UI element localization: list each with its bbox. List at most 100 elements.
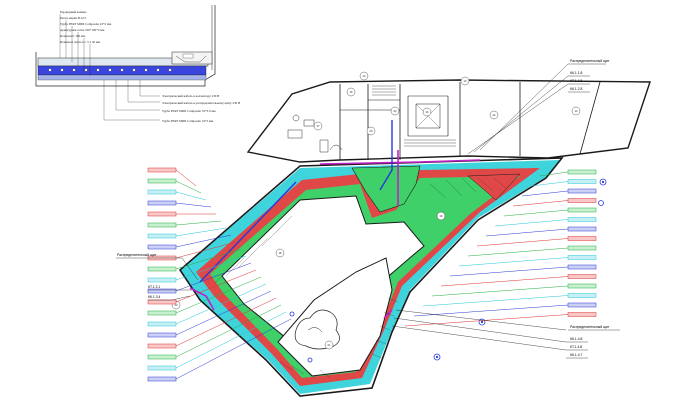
leader-line xyxy=(476,238,569,247)
db-top-item: КТ.1.1.8 xyxy=(570,79,582,83)
collector-lines xyxy=(189,150,481,319)
leader-line xyxy=(512,200,569,207)
legend-tag xyxy=(567,283,597,289)
legend-tag xyxy=(567,255,597,260)
room-number: 16 xyxy=(426,110,429,114)
leader-line xyxy=(175,191,207,201)
leader-line xyxy=(175,234,232,248)
room-number: 12 xyxy=(363,74,366,78)
leader-line xyxy=(175,318,292,380)
entrance-plaza xyxy=(351,165,421,213)
db-left-title: Распределительный щит xyxy=(117,253,157,257)
leader-line xyxy=(175,255,247,281)
leader-line xyxy=(404,314,569,327)
room-number: 23 xyxy=(175,303,178,307)
leader-line xyxy=(175,220,222,226)
pipe-hatching xyxy=(213,177,507,379)
label-pipe3: Труба PERT MIDI Composite 16*2 мм. xyxy=(162,119,214,123)
leader-line xyxy=(175,276,262,314)
furniture xyxy=(287,114,343,153)
leader-line xyxy=(494,219,569,227)
legend-tag xyxy=(567,274,597,279)
room-number: 22 xyxy=(394,109,397,113)
legend-tag xyxy=(147,266,177,272)
db-bottom-item: КК.1.4.7 xyxy=(570,353,583,357)
leader-line xyxy=(175,241,237,259)
label-cable2: Электрический кабель к распределительном… xyxy=(162,101,240,105)
legend-tag xyxy=(147,310,177,316)
leader-line xyxy=(175,169,197,187)
room-number: 14 xyxy=(575,109,578,113)
foam-layer xyxy=(37,74,207,81)
legend-tag xyxy=(147,211,177,217)
legend-tag xyxy=(147,365,177,371)
legend-tag xyxy=(147,200,177,206)
leader-line xyxy=(467,247,569,257)
distribution-board-bottom: Распределительный щит КК.1.4.8 КТ.1.4.8 … xyxy=(391,309,620,359)
feed-lines xyxy=(199,120,393,283)
stairs xyxy=(372,85,456,147)
leader-line xyxy=(521,190,569,197)
label-pipe2: Труба PERT MIDI Composite 32*3.0 мм. xyxy=(162,109,216,113)
leader-line xyxy=(175,304,282,358)
leader-line xyxy=(413,304,569,317)
db-left-item: КК.1.3.4 xyxy=(148,295,161,299)
label-pipe1: Труба PERT MIDI Composite 22*2 мм. xyxy=(60,22,112,26)
leader-line xyxy=(449,266,569,277)
leader-line xyxy=(431,285,569,297)
leader-line xyxy=(530,181,569,187)
leader-line xyxy=(175,180,202,194)
heated-zones xyxy=(178,120,564,397)
cross-section-detail: Бордюрный камень Бетон марки В 22.5 Труб… xyxy=(28,5,240,178)
leader-line xyxy=(175,269,257,303)
label-concrete: Бетон марки В 22.5 xyxy=(60,16,87,20)
leader-line xyxy=(175,290,272,336)
legend-tag xyxy=(147,343,177,349)
db-top-item: КК.1.2.8 xyxy=(570,87,583,91)
legend-tag xyxy=(567,236,597,241)
room-number: 17 xyxy=(317,124,320,128)
legend-tag xyxy=(567,245,597,251)
room-number: 18 xyxy=(279,251,282,255)
legend-tag xyxy=(147,167,177,173)
leader-line xyxy=(175,311,287,369)
room-number: 21 xyxy=(328,343,331,347)
room-number: 13 xyxy=(464,79,467,83)
leader-line xyxy=(422,295,569,307)
legend-tag xyxy=(147,233,177,239)
leader-line xyxy=(175,297,277,347)
legend-tag xyxy=(567,264,597,270)
legend-tag xyxy=(567,188,597,194)
leader-line xyxy=(485,228,569,237)
db-bottom-title: Распределительный щит xyxy=(570,325,610,329)
room-number: 15 xyxy=(350,90,353,94)
legend-tag xyxy=(147,332,177,338)
leader-line xyxy=(175,283,267,325)
legend-tag xyxy=(147,354,177,360)
label-cable1: Электрический кабель к коллектору 230 В xyxy=(162,94,219,98)
label-tape: Пеноизол лента δ = 5 x 30 мм. xyxy=(60,40,101,44)
legend-tag xyxy=(147,376,177,382)
leader-line xyxy=(458,257,569,267)
leader-line xyxy=(539,171,569,177)
leader-line xyxy=(175,248,242,270)
legend-tag xyxy=(567,226,597,232)
db-left-item: КТ.1.3.1 xyxy=(148,285,160,289)
room-number: 20 xyxy=(370,129,373,133)
leader-line xyxy=(503,209,569,217)
right-legend xyxy=(404,169,597,327)
legend-tag xyxy=(147,321,177,327)
legend-tag xyxy=(567,217,597,222)
label-curb: Бордюрный камень xyxy=(60,10,87,14)
room-number: 19 xyxy=(440,214,443,218)
distribution-board-left: Распределительный щит КТ.1.3.1 КК.1.3.4 xyxy=(116,253,199,301)
leader-line xyxy=(175,202,212,208)
legend-tag xyxy=(147,222,177,228)
room-numbers: 12 13 14 15 16 17 18 19 20 21 22 23 24 xyxy=(175,74,578,347)
legend-tag xyxy=(567,312,597,317)
legend-tag xyxy=(567,198,597,203)
db-top-title: Распределительный щит xyxy=(570,59,610,63)
building-outline xyxy=(246,79,651,163)
label-mesh: Арматурная сетка 100*100*4 мм. xyxy=(60,28,105,32)
